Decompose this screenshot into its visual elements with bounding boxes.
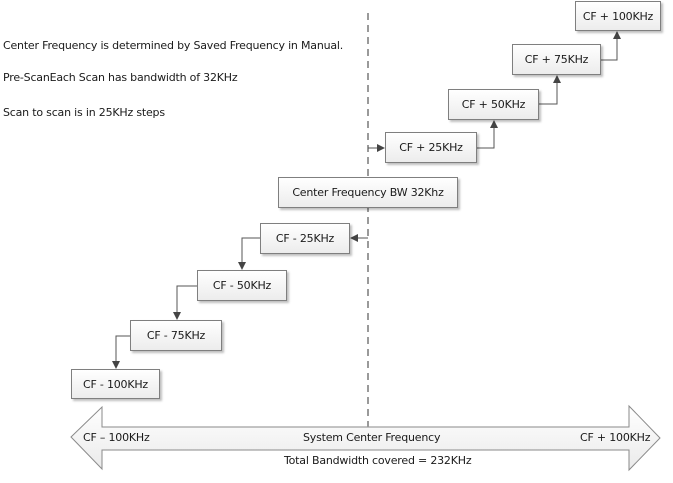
- step-box-minus-25: CF - 25KHz: [260, 223, 350, 254]
- total-bandwidth-label: Total Bandwidth covered = 232KHz: [284, 454, 472, 467]
- center-frequency-box: Center Frequency BW 32Khz: [278, 177, 458, 208]
- note-center-frequency: Center Frequency is determined by Saved …: [3, 39, 344, 52]
- note-scan-bandwidth: Pre-ScanEach Scan has bandwidth of 32KHz: [3, 71, 238, 84]
- step-box-minus-75: CF - 75KHz: [130, 320, 222, 351]
- connector-minus25-to-minus50: [238, 237, 260, 270]
- range-center-label: System Center Frequency: [303, 431, 441, 444]
- range-double-arrow: [70, 404, 661, 472]
- range-left-label: CF – 100KHz: [83, 431, 150, 444]
- step-box-plus-75: CF + 75KHz: [512, 44, 601, 75]
- range-right-label: CF + 100KHz: [580, 431, 651, 444]
- note-scan-step: Scan to scan is in 25KHz steps: [3, 106, 165, 119]
- connector-plus25-to-plus50: [477, 120, 498, 149]
- step-box-minus-100: CF - 100KHz: [71, 369, 160, 399]
- step-box-plus-25: CF + 25KHz: [385, 132, 477, 163]
- connector-plus75-to-plus100: [601, 31, 621, 61]
- step-box-minus-50: CF - 50KHz: [197, 270, 287, 301]
- connector-plus50-to-plus75: [539, 75, 561, 105]
- step-box-plus-100: CF + 100KHz: [575, 1, 661, 31]
- connector-minus75-to-minus100: [112, 335, 130, 369]
- connector-minus50-to-minus75: [173, 285, 197, 320]
- step-box-plus-50: CF + 50KHz: [448, 89, 539, 120]
